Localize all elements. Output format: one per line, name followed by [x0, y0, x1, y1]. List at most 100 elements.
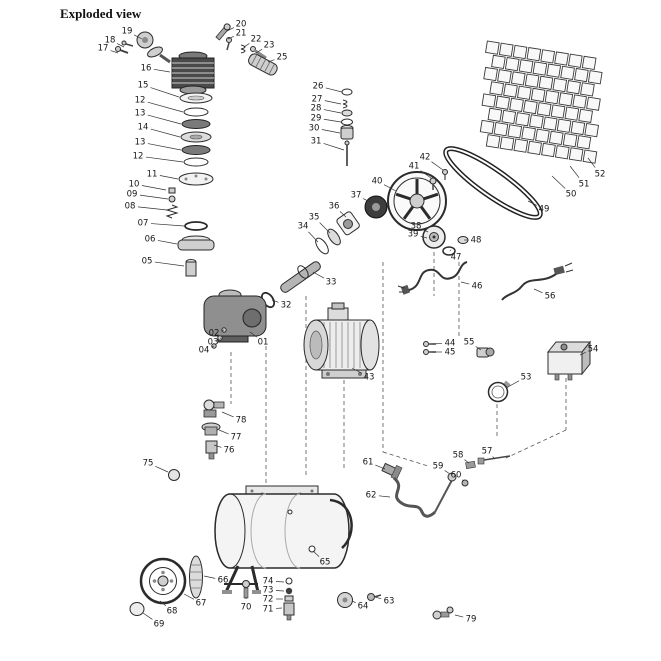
pulley	[422, 225, 446, 249]
part-label-22: 22	[251, 35, 262, 45]
part-label-79: 79	[466, 615, 477, 625]
part-leader-64	[351, 600, 356, 604]
part-label-66: 66	[218, 576, 229, 586]
drain-valve-71	[283, 602, 295, 616]
part-label-07: 07	[138, 219, 149, 229]
pressure-gauge	[487, 380, 511, 403]
part-label-75: 75	[143, 459, 154, 469]
tank	[214, 485, 353, 594]
tread-band	[189, 555, 203, 599]
part-label-30: 30	[309, 124, 320, 134]
part-leader-29	[323, 118, 342, 123]
hose-62	[392, 476, 437, 518]
part-label-16: 16	[141, 64, 152, 74]
part-leader-63	[374, 596, 382, 600]
part-leader-26	[325, 87, 343, 93]
part-label-55: 55	[464, 338, 475, 348]
part-leader-66	[203, 575, 216, 579]
part-label-45: 45	[445, 348, 456, 358]
part-label-50: 50	[566, 190, 577, 200]
part-label-43: 43	[364, 373, 375, 383]
hose-assembly	[381, 455, 511, 518]
fitting-60	[461, 479, 469, 487]
part-leader-06	[157, 240, 178, 245]
part-label-60: 60	[451, 471, 462, 481]
part-leader-76	[213, 444, 222, 448]
part-label-13: 13	[135, 109, 146, 119]
part-label-11: 11	[147, 170, 158, 180]
top-bolt-set	[215, 23, 278, 76]
part-label-58: 58	[453, 451, 464, 461]
part-leader-51	[569, 165, 580, 178]
part-leader-68	[159, 600, 167, 607]
part-label-63: 63	[384, 597, 395, 607]
part-leader-09	[139, 194, 169, 200]
part-leader-25	[267, 59, 275, 63]
drain-bolt-70	[242, 580, 250, 588]
part-label-08: 08	[125, 202, 136, 212]
part-leader-07	[150, 223, 185, 227]
part-leader-01	[249, 331, 257, 338]
part-label-73: 73	[263, 586, 274, 596]
part-leader-15	[150, 87, 180, 98]
seal-73	[285, 587, 293, 595]
bolt-45	[423, 349, 429, 355]
bolt-41	[429, 177, 437, 185]
part-leader-38	[422, 229, 429, 233]
part-leader-37	[362, 198, 371, 203]
part-label-04: 04	[199, 346, 210, 356]
part-leader-04	[211, 345, 215, 348]
part-label-71: 71	[263, 605, 274, 615]
part-label-74: 74	[263, 577, 274, 587]
part-leader-78	[221, 411, 234, 418]
air-filter-assembly	[115, 31, 171, 64]
part-label-20: 20	[236, 20, 247, 30]
part-label-19: 19	[122, 27, 133, 37]
part-leader-30	[321, 129, 341, 134]
part-leader-17	[110, 50, 119, 54]
part-label-06: 06	[145, 235, 156, 245]
part-label-27: 27	[312, 95, 323, 105]
part-leader-53	[505, 380, 520, 389]
part-label-53: 53	[521, 373, 532, 383]
part-label-72: 72	[263, 595, 274, 605]
flywheel	[387, 169, 448, 231]
part-label-09: 09	[127, 190, 138, 200]
part-leader-36	[339, 211, 347, 218]
part-leader-58	[464, 459, 470, 464]
part-leader-31	[323, 143, 345, 151]
part-leader-20	[226, 27, 235, 32]
part-leader-46	[460, 281, 470, 285]
part-label-31: 31	[311, 137, 322, 147]
part-label-52: 52	[595, 170, 606, 180]
part-label-35: 35	[309, 213, 320, 223]
part-leader-56	[533, 288, 543, 294]
part-leader-12	[147, 101, 184, 113]
filter-element-25	[248, 53, 278, 76]
part-leader-75	[155, 465, 169, 473]
part-leader-21	[227, 36, 234, 40]
power-cord-left	[397, 261, 468, 295]
part-leader-67	[183, 593, 195, 600]
page-title: Exploded view	[60, 6, 142, 21]
part-label-12: 12	[135, 96, 146, 106]
part-label-70: 70	[241, 603, 252, 613]
spring-27	[342, 99, 348, 109]
part-label-54: 54	[588, 345, 599, 355]
part-leader-14	[150, 128, 181, 138]
part-leader-49	[527, 200, 538, 206]
part-label-77: 77	[231, 433, 242, 443]
part-leader-10	[141, 185, 167, 191]
part-leader-60	[462, 479, 465, 482]
part-leader-59	[444, 470, 451, 475]
part-leader-77	[218, 429, 229, 435]
part-label-61: 61	[363, 458, 374, 468]
fitting-79b	[446, 606, 454, 614]
part-label-18: 18	[105, 36, 116, 46]
wheel-assembly	[129, 555, 203, 616]
washers	[442, 236, 469, 256]
plug-75	[168, 469, 180, 481]
part-label-68: 68	[167, 607, 178, 617]
